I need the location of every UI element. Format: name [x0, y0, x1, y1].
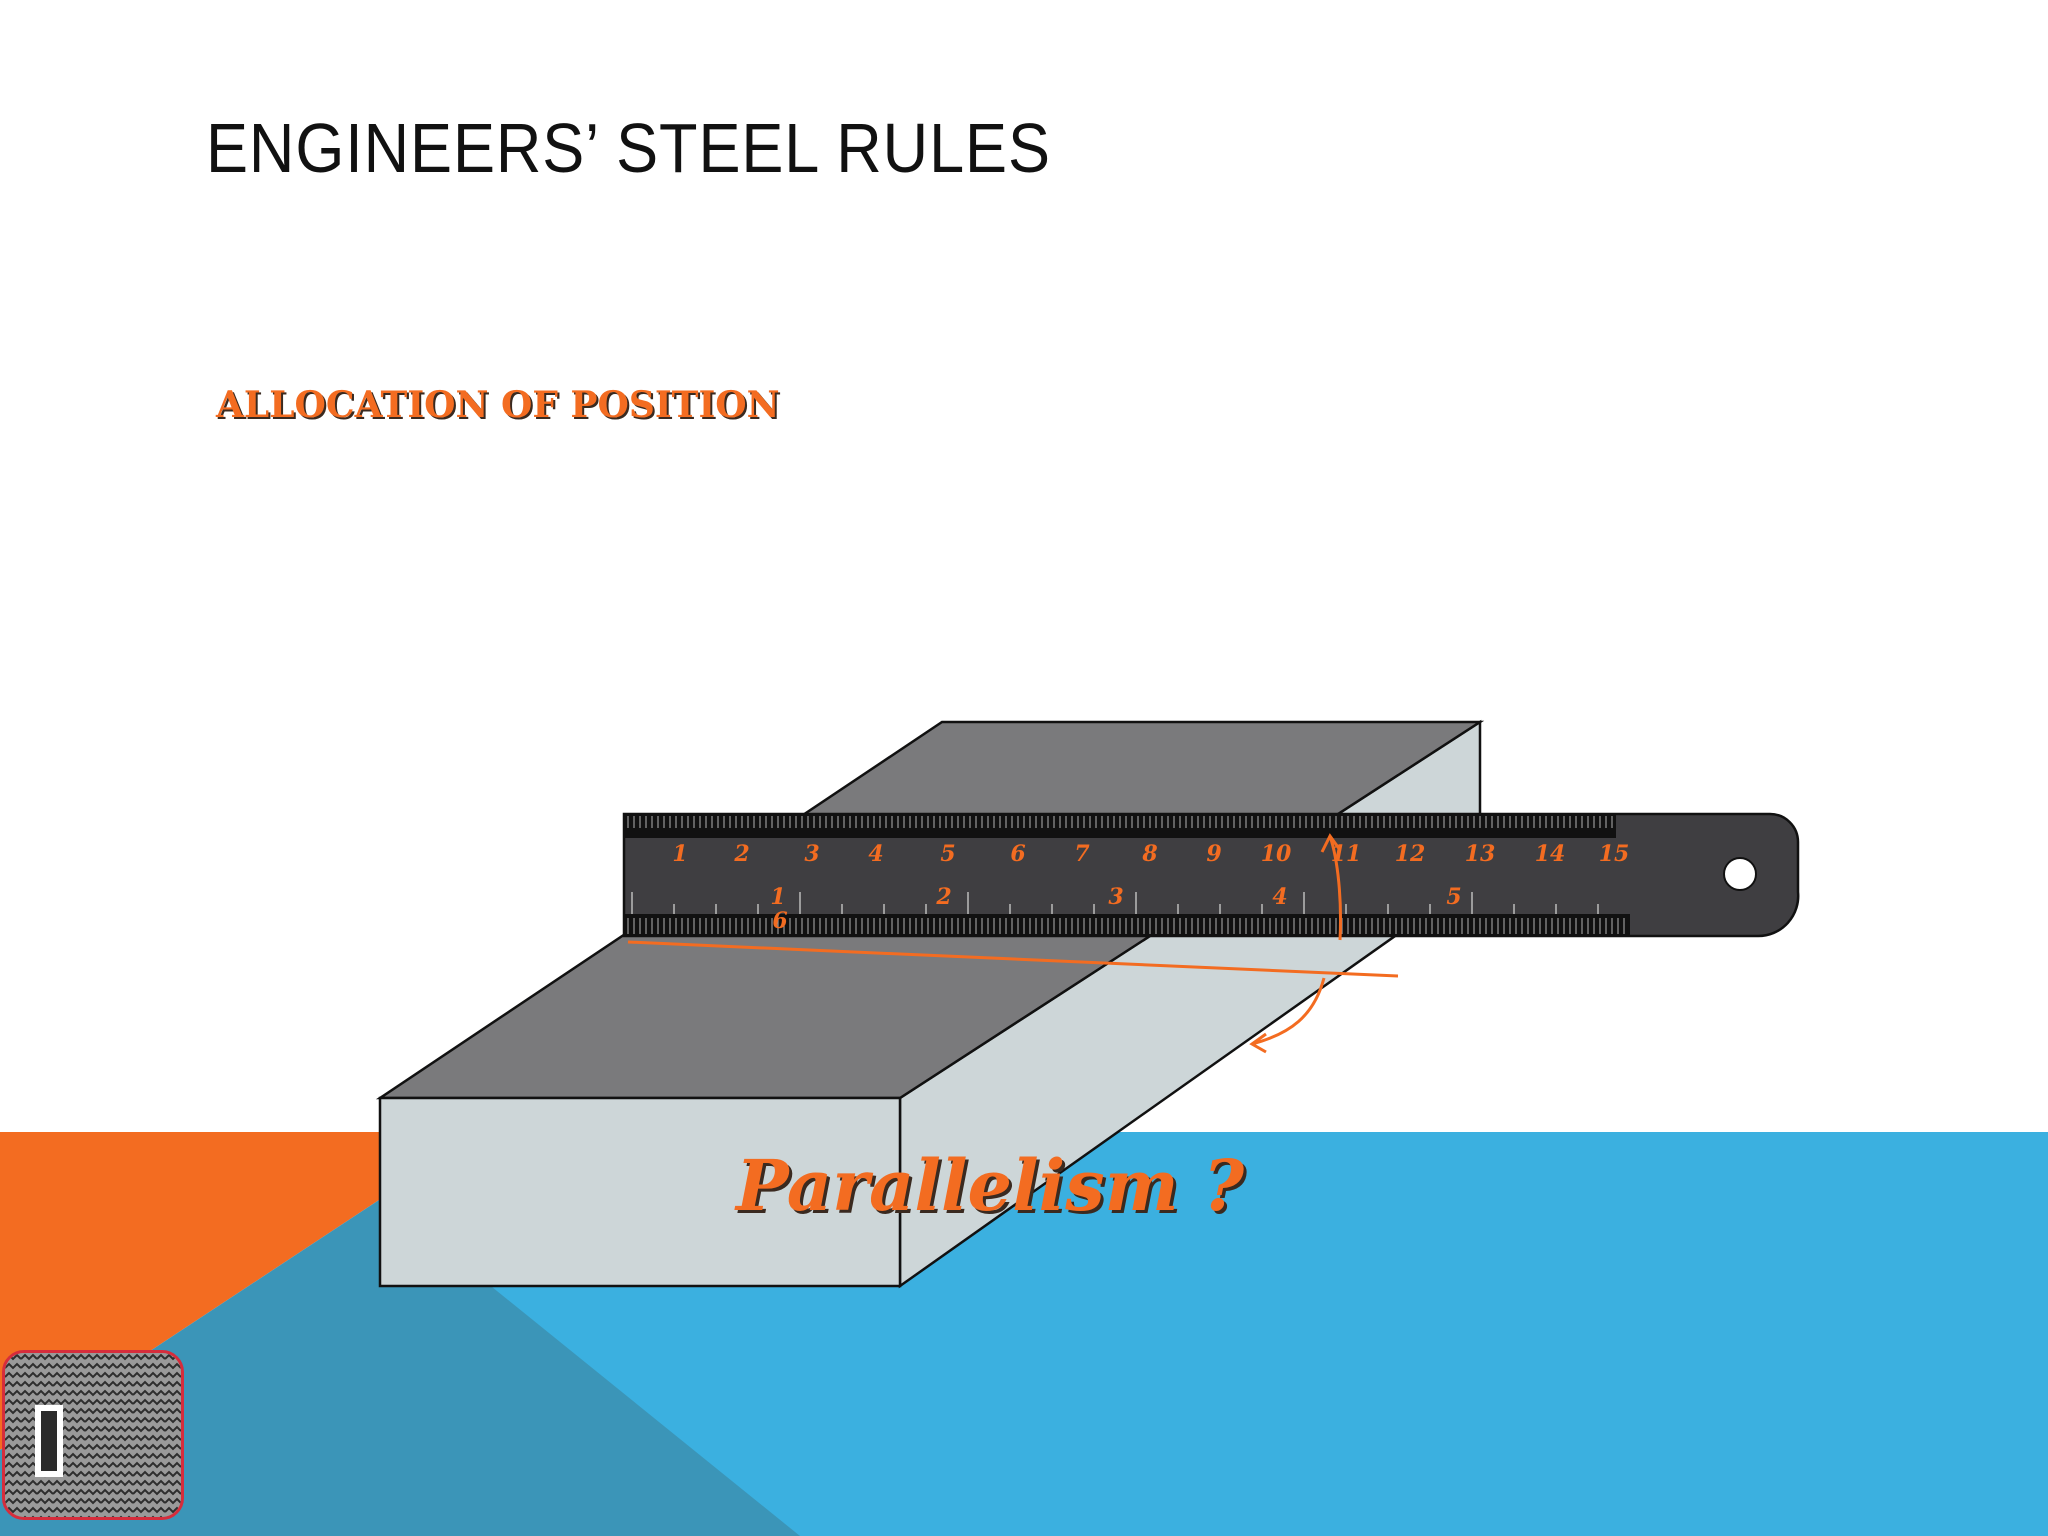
parallelism-guide-line: [627, 940, 1399, 978]
rotation-arrow-down-icon: [1251, 977, 1326, 1046]
rule-top-number: 6: [1010, 841, 1025, 867]
rule-bottom-scale: 1 2 3 4 5 6: [770, 884, 1461, 934]
slide-subtitle: ALLOCATION OF POSITION: [216, 384, 780, 426]
slide-title: ENGINEERS’ STEEL RULES: [206, 109, 1051, 187]
rule-top-number: 1: [672, 841, 687, 867]
rule-bottom-number: 1: [770, 884, 785, 910]
rule-top-number: 2: [733, 841, 749, 867]
rule-hang-hole: [1723, 857, 1757, 891]
rotation-arrowhead-down: [1249, 1032, 1267, 1054]
rule-bottom-number: 2: [935, 884, 951, 910]
rule-top-number: 4: [868, 841, 883, 867]
rule-top-number: 5: [940, 841, 955, 867]
rule-graduations: [627, 816, 1625, 934]
hidden-link-button[interactable]: [2, 1350, 184, 1520]
rule-top-number: 7: [1074, 841, 1090, 867]
rotation-arrow-up-icon: [1328, 835, 1343, 941]
steel-rule-body: [622, 812, 1800, 938]
rotation-arrowhead-up: [1320, 833, 1342, 853]
button-pattern: [5, 1353, 181, 1517]
rule-top-number: 13: [1465, 841, 1496, 867]
rule-bottom-number: 4: [1272, 884, 1287, 910]
parallelism-label: Parallelism ?: [736, 1144, 1245, 1227]
rule-top-number: 3: [804, 841, 819, 867]
hidden-link-button-icon: [35, 1405, 63, 1477]
rule-top-number: 10: [1261, 841, 1292, 867]
rule-top-number: 9: [1206, 841, 1221, 867]
rule-top-number: 8: [1141, 841, 1157, 867]
block-front-face: [378, 1096, 902, 1288]
rule-top-number: 15: [1599, 841, 1630, 867]
rule-top-number: 12: [1395, 841, 1426, 867]
rule-bottom-number: 5: [1446, 884, 1461, 910]
rule-top-number: 14: [1535, 841, 1566, 867]
background-teal-triangle: [0, 1198, 800, 1536]
rule-bottom-number-extra: 6: [772, 908, 787, 934]
rule-bottom-number: 3: [1108, 884, 1123, 910]
